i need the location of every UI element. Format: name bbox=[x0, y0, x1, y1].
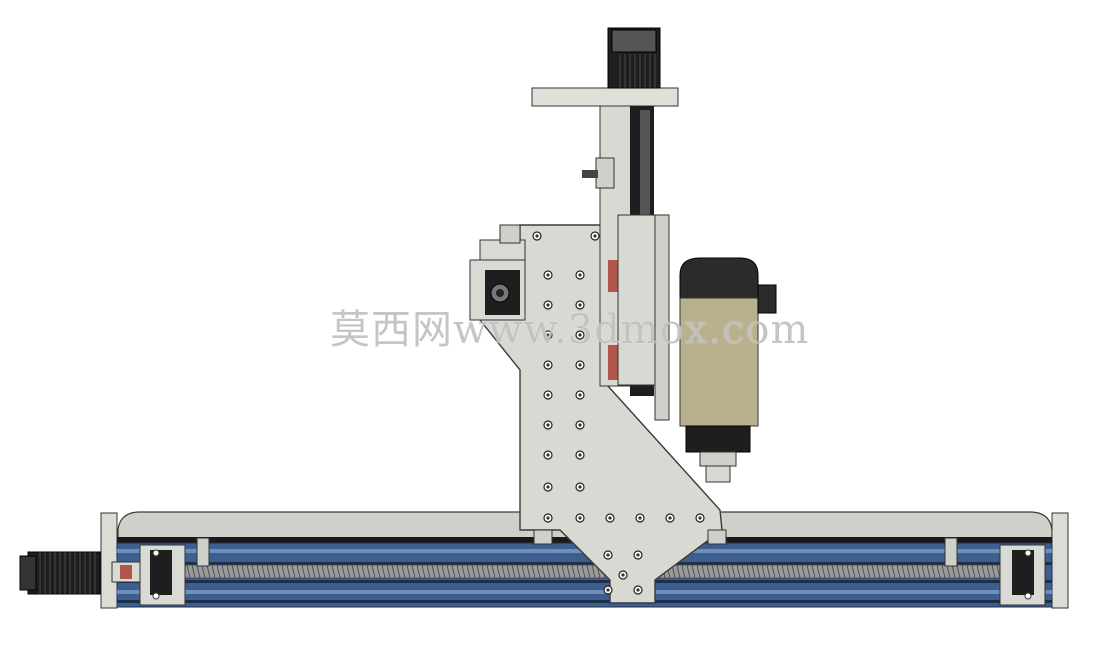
rail-clamp-right bbox=[944, 537, 958, 567]
z-axis-column bbox=[531, 87, 679, 421]
z-stepper-motor bbox=[607, 27, 661, 89]
gantry-plate bbox=[479, 224, 723, 604]
shaft-coupler bbox=[111, 561, 141, 583]
gantry-foot-left bbox=[533, 529, 553, 545]
ball-screw-icon bbox=[169, 564, 1011, 579]
spindle-motor-icon bbox=[679, 257, 777, 483]
y-bearing-block bbox=[469, 224, 526, 321]
screw-support-left bbox=[139, 544, 186, 606]
screw-support-right bbox=[999, 544, 1046, 606]
gantry-foot-right bbox=[707, 529, 727, 545]
stepper-motor-icon bbox=[19, 551, 101, 595]
rail-clamp-left bbox=[196, 537, 210, 567]
